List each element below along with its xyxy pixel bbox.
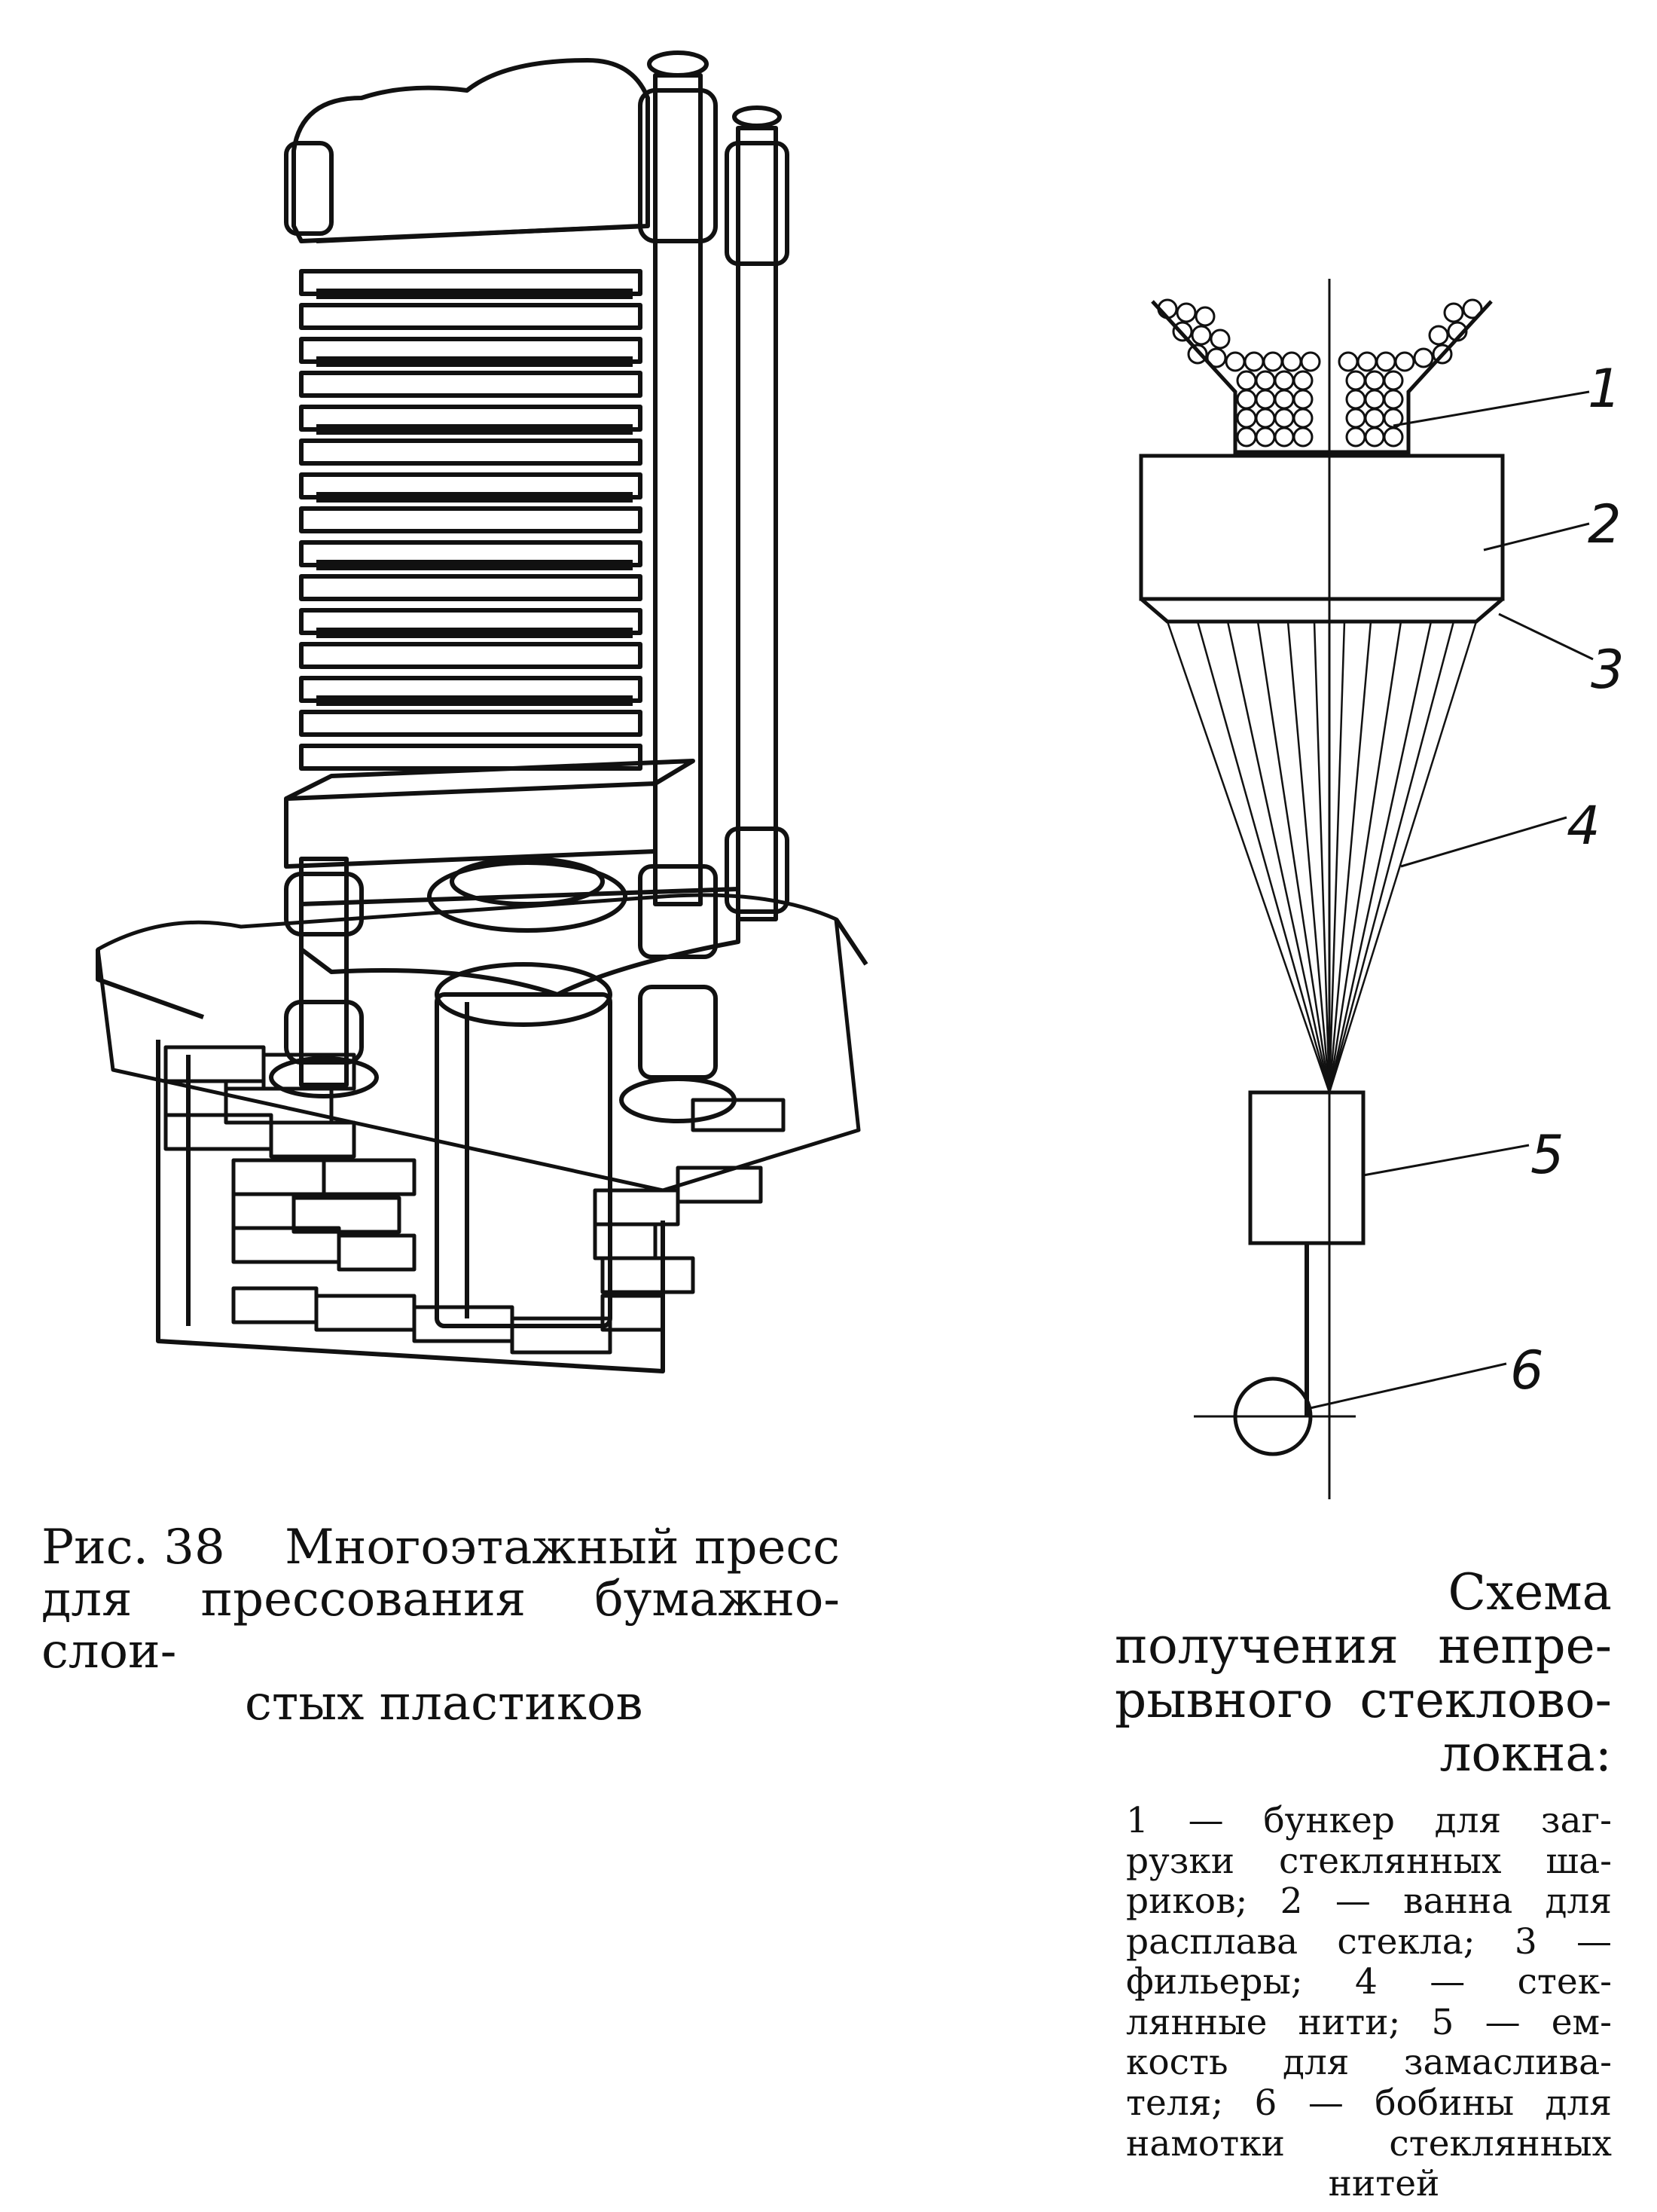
glass-balls	[1157, 298, 1483, 448]
legend-line: теля; 6 — бобины для	[1126, 2082, 1612, 2125]
title-line-3: рывного стеклово-	[1115, 1670, 1612, 1729]
schematic-title: Схема получения непре- рывного стеклово-…	[1115, 1566, 1612, 1780]
callout-6: 6	[1510, 1340, 1544, 1401]
spinnerets	[1140, 597, 1504, 624]
legend-line: 1 — бункер для заг-	[1126, 1800, 1612, 1841]
legend-line: кость для замаслива-	[1126, 2042, 1612, 2084]
legend-line: расплава стекла; 3 —	[1126, 1920, 1612, 1963]
callout-4: 4	[1567, 795, 1601, 857]
legend-line: фильеры; 4 — стек-	[1126, 1961, 1612, 2003]
schematic-legend: 1 — бункер для заг- рузки стеклянных ша-…	[1126, 1801, 1612, 2204]
title-line-2: получения непре-	[1115, 1617, 1612, 1676]
callout-5: 5	[1530, 1124, 1564, 1186]
title-line-4: локна:	[1439, 1724, 1613, 1783]
legend-line: риков; 2 — ванна для	[1126, 1881, 1612, 1923]
legend-line: рузки стеклянных ша-	[1126, 1840, 1612, 1882]
glass-threads	[1166, 621, 1478, 1093]
glass-fiber-schematic	[1139, 279, 1594, 1499]
caption-line-2: для прессования бумажно-слои-	[41, 1572, 840, 1680]
title-line-1: Схема	[1448, 1563, 1612, 1621]
melt-bath	[1139, 454, 1505, 601]
caption-title: Многоэтажный пресс	[285, 1520, 840, 1575]
callout-3: 3	[1591, 639, 1625, 701]
caption-line-3: стых пластиков	[245, 1676, 643, 1732]
press-caption: Рис. 38 Многоэтажный пресс для прессован…	[41, 1520, 840, 1732]
callout-1: 1	[1588, 358, 1622, 420]
sizing-container	[1248, 1090, 1366, 1245]
caption-line-1: Рис. 38 Многоэтажный пресс	[41, 1520, 840, 1575]
figure-label: Рис. 38	[41, 1520, 225, 1575]
legend-line: нитей	[1328, 2163, 1440, 2205]
hopper-shape	[1151, 300, 1493, 454]
press-illustration	[96, 50, 868, 1373]
legend-line: намотки стеклянных	[1126, 2122, 1612, 2165]
callout-2: 2	[1588, 493, 1622, 555]
legend-line: лянные нити; 5 — ем-	[1126, 2001, 1612, 2043]
